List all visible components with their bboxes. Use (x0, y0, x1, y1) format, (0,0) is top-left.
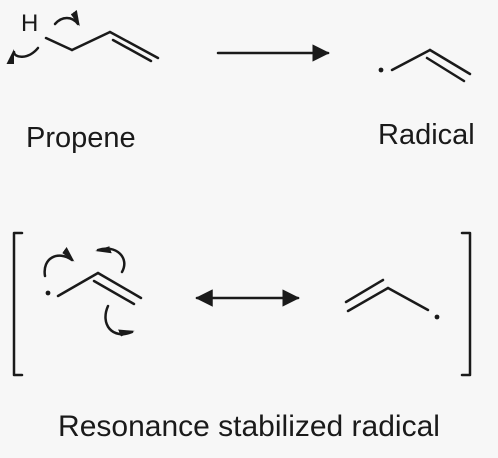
fishhook-arrow-form1-top (95, 246, 126, 274)
fishhook-arrow-h-left (6, 46, 40, 65)
hydrogen-atom-label: H (21, 10, 39, 37)
propene-structure (6, 9, 160, 65)
radical-label: Radical (378, 119, 475, 151)
propene-single-bond (70, 30, 112, 52)
radical-dot-form1 (45, 290, 51, 296)
right-bracket (460, 231, 472, 377)
propene-ch-bond (44, 36, 74, 52)
form1-double-bond-outer (96, 271, 143, 300)
radical-double-bond-inner (425, 56, 466, 83)
form2-double-bond-outer (346, 286, 390, 313)
fishhook-arrow-form1-bottom (104, 304, 135, 337)
resonance-form-2 (344, 278, 430, 313)
form1-single-bond (56, 271, 100, 298)
form2-single-bond (386, 286, 430, 312)
resonance-caption: Resonance stabilized radical (58, 410, 440, 443)
radical-double-bond-outer (428, 48, 472, 76)
fishhook-arrow-form1-left (43, 246, 75, 278)
form1-double-bond-inner (92, 279, 136, 306)
radical-single-bond (390, 48, 432, 72)
left-bracket (12, 231, 24, 377)
radical-dot-form2 (434, 314, 440, 320)
propene-label: Propene (26, 122, 136, 154)
form2-double-bond-inner (344, 278, 385, 304)
propene-double-bond-outer (108, 30, 160, 60)
radical-structure (390, 48, 472, 83)
fishhook-arrow-bond (53, 9, 80, 27)
propene-double-bond-inner (111, 38, 153, 63)
radical-dot-top (378, 67, 384, 73)
resonance-form-1 (43, 246, 143, 337)
